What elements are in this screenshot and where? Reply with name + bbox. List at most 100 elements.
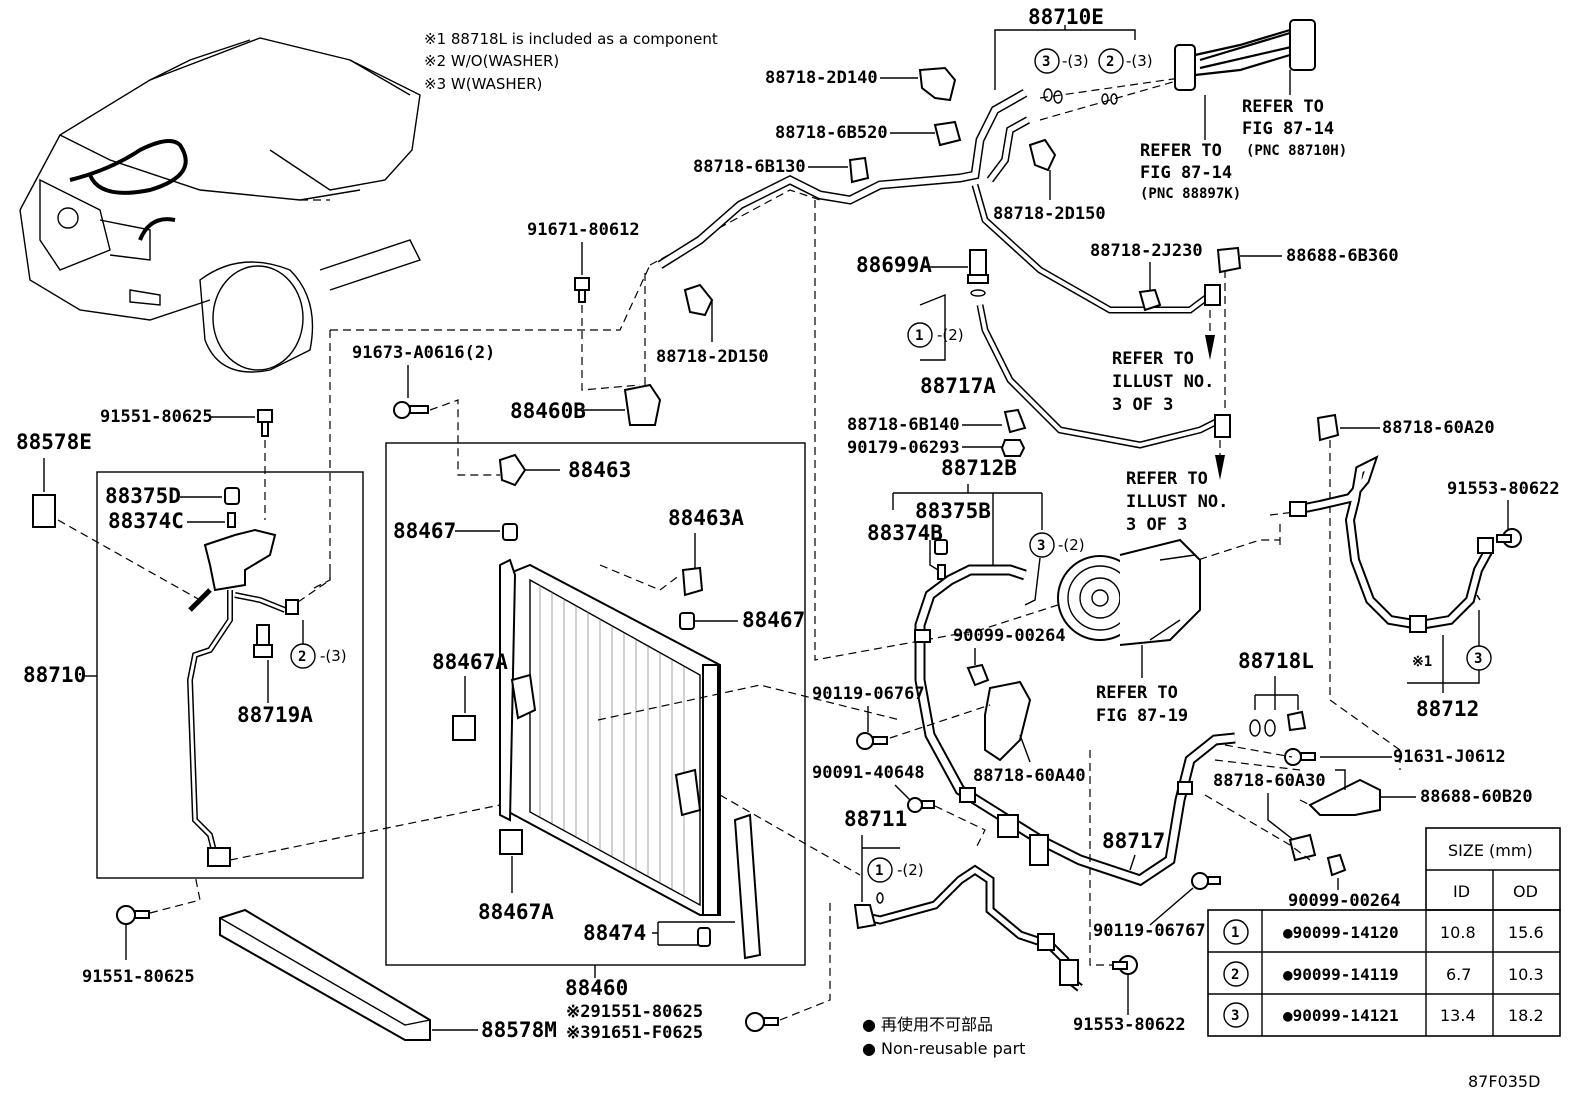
clamp-88718-2D150-top — [1028, 138, 1057, 172]
label-90119-06767-left: 90119-06767 — [812, 684, 925, 704]
size-table-col-id: ID — [1453, 882, 1470, 901]
suction-hose-88712B — [914, 564, 1236, 887]
label-88463: 88463 — [568, 458, 631, 482]
svg-text:2: 2 — [1231, 967, 1239, 983]
o-ring-size-table: SIZE (mm) ID OD 1 ●90099-14120 10.8 15.6… — [1207, 827, 1561, 1037]
cushion-88578M — [219, 908, 431, 1041]
svg-text:-(3): -(3) — [1126, 52, 1153, 70]
callout-3: 3 — [1466, 645, 1492, 671]
refer-fig87-14-b-pnc: (PNC 88897K) — [1140, 186, 1241, 202]
bracket-88460B — [623, 383, 662, 426]
bolt-90099-00264-mid — [966, 663, 990, 687]
svg-text:18.2: 18.2 — [1508, 1006, 1544, 1025]
cap-88375B — [934, 539, 948, 555]
svg-text:1: 1 — [915, 328, 923, 344]
note-88718l-included: ※1 88718L is included as a component — [424, 30, 718, 48]
refer-illust3-b-line2: ILLUST NO. — [1126, 492, 1228, 512]
label-88718-2D150-lower: 88718-2D150 — [656, 347, 769, 367]
note-w-o-washer-bolt: ※291551-80625 — [566, 1002, 703, 1022]
refer-fig87-14-b-line2: FIG 87-14 — [1140, 163, 1232, 183]
refer-illust3-b-line3: 3 OF 3 — [1126, 515, 1187, 535]
svg-text:-(2): -(2) — [1058, 536, 1085, 554]
svg-text:13.4: 13.4 — [1440, 1006, 1476, 1025]
label-88717A: 88717A — [920, 374, 996, 398]
pressure-switch-88699A — [967, 249, 989, 284]
refer-illust3-a-line1: REFER TO — [1112, 349, 1194, 369]
label-88718-2J230: 88718-2J230 — [1090, 241, 1203, 261]
refer-fig87-14-b-line1: REFER TO — [1140, 141, 1222, 161]
bolt-91553-80622-top — [1496, 528, 1522, 548]
label-88699A: 88699A — [856, 253, 932, 277]
cushion-88467A-bottom — [499, 829, 523, 855]
refer-fig87-19-line2: FIG 87-19 — [1096, 706, 1188, 726]
label-88718-60A40: 88718-60A40 — [973, 766, 1086, 786]
callout-2-qty3-b: 2 -(3) — [290, 643, 347, 669]
bracket-88688-60B20 — [1308, 769, 1381, 816]
svg-text:-(2): -(2) — [937, 326, 964, 344]
label-88719A: 88719A — [237, 703, 313, 727]
bolt-90119-06767-right — [1191, 872, 1221, 890]
pressure-switch-88719A — [253, 624, 273, 658]
grommet-88467-right — [679, 612, 695, 630]
svg-text:3: 3 — [1042, 54, 1050, 70]
label-91551-80625-top: 91551-80625 — [100, 407, 213, 427]
note-with-washer: ※3 W(WASHER) — [424, 75, 542, 93]
label-88375D: 88375D — [105, 484, 181, 508]
svg-text:-(2): -(2) — [897, 861, 924, 879]
label-88712: 88712 — [1416, 697, 1479, 721]
liquid-tube-88710 — [186, 528, 299, 867]
callout-3-qty3: 3 -(3) — [1034, 48, 1089, 74]
label-88578E: 88578E — [16, 430, 92, 454]
label-90179-06293: 90179-06293 — [847, 438, 960, 458]
label-91631-J0612: 91631-J0612 — [1393, 747, 1506, 767]
svg-text:●90099-14121: ●90099-14121 — [1283, 1006, 1399, 1025]
label-88718-6B520: 88718-6B520 — [775, 123, 888, 143]
suction-hose-88712 — [1289, 455, 1495, 633]
bolt-91551-80625-condenser — [745, 1012, 779, 1032]
label-88718-60A20: 88718-60A20 — [1382, 418, 1495, 438]
label-88718-2D140: 88718-2D140 — [765, 68, 878, 88]
label-88710: 88710 — [23, 663, 86, 687]
legend-non-reusable-en: ● Non-reusable part — [862, 1039, 1025, 1058]
svg-text:15.6: 15.6 — [1508, 923, 1544, 942]
size-table-col-od: OD — [1513, 882, 1538, 901]
label-88712B: 88712B — [941, 456, 1017, 480]
label-88718-6B130: 88718-6B130 — [693, 157, 806, 177]
note-w-washer-bolt: ※391651-F0625 — [566, 1023, 703, 1043]
clamp-88718-6B130 — [848, 156, 870, 184]
label-88467A-top: 88467A — [432, 650, 508, 674]
label-88711: 88711 — [844, 807, 907, 831]
refer-fig87-14-a-line2: FIG 87-14 — [1242, 119, 1334, 139]
svg-text:1: 1 — [875, 863, 883, 879]
label-91671-80612: 91671-80612 — [527, 220, 640, 240]
label-88460: 88460 — [565, 976, 628, 1000]
label-88467A-bottom: 88467A — [478, 900, 554, 924]
label-88467-top: 88467 — [393, 519, 456, 543]
label-88467-right: 88467 — [742, 608, 805, 632]
clamp-88718-60A30 — [1288, 833, 1317, 862]
condenser-core-88460 — [499, 558, 721, 916]
callout-2-qty3: 2 -(3) — [1098, 48, 1153, 74]
svg-text:10.8: 10.8 — [1440, 923, 1476, 942]
arrow-down-icon — [1205, 335, 1215, 360]
label-90091-40648: 90091-40648 — [812, 763, 925, 783]
legend-non-reusable-jp: ● 再使用不可部品 — [862, 1015, 993, 1034]
refer-fig87-14-a-pnc: (PNC 88710H) — [1246, 143, 1347, 159]
svg-text:-(3): -(3) — [320, 647, 347, 665]
label-88460B: 88460B — [510, 399, 586, 423]
bracket-88717A — [919, 293, 946, 361]
svg-text:3: 3 — [1474, 651, 1482, 667]
clamp-88718-2J230 — [1138, 288, 1162, 312]
bracket-88463 — [498, 453, 527, 487]
svg-text:●90099-14120: ●90099-14120 — [1283, 923, 1399, 942]
clamp-88718-2D150-lower — [683, 283, 714, 317]
figure-code: 87F035D — [1468, 1072, 1540, 1091]
svg-text:3: 3 — [1037, 538, 1045, 554]
bolt-91553-80622-bottom — [1112, 955, 1138, 975]
label-88374B: 88374B — [867, 521, 943, 545]
bolt-91551-80625-bottom — [116, 905, 150, 925]
callout-3-qty2: 3 -(2) — [1029, 532, 1085, 558]
svg-text:-(3): -(3) — [1062, 52, 1089, 70]
size-table-row: 2 ●90099-14119 6.7 10.3 — [1223, 961, 1544, 987]
